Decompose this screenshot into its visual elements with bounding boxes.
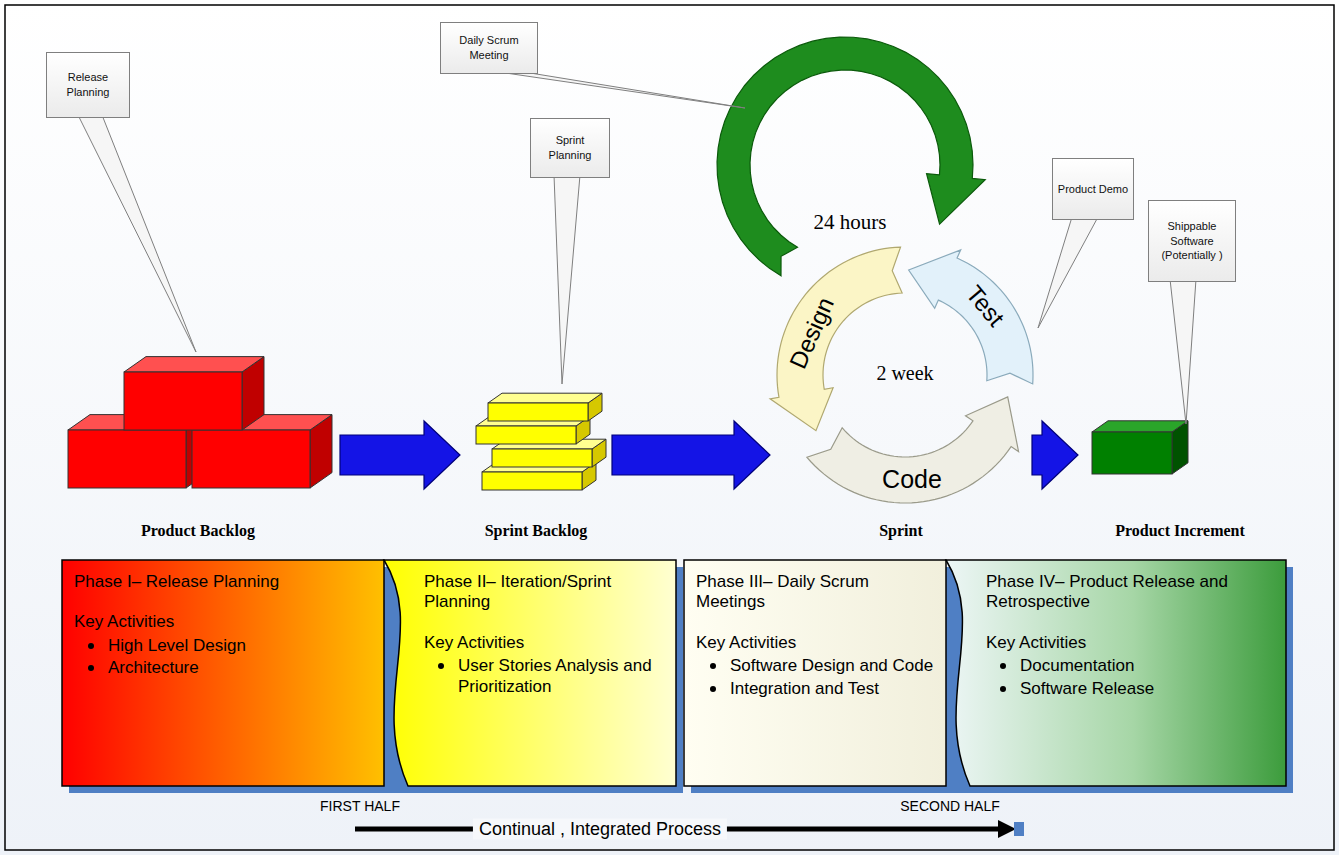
callout-text: Release Planning: [51, 70, 125, 100]
activity-text: High Level Design: [108, 636, 246, 655]
phase-title: Phase I– Release Planning: [74, 572, 374, 592]
bullet-dot: [710, 663, 716, 669]
process-stage: Sprint Backlog: [460, 340, 612, 540]
callout-box: Product Demo: [1052, 158, 1134, 220]
phase-outline: [946, 560, 1286, 786]
callout-tail: [492, 71, 745, 108]
callout-text: Sprint Planning: [535, 133, 605, 163]
bullet-dot: [1000, 663, 1006, 669]
callout-tail: [78, 115, 196, 352]
activity-item: User Stories Analysis and Prioritization: [424, 656, 666, 697]
bullet-dot: [88, 643, 94, 649]
callout-box: Daily Scrum Meeting: [440, 22, 538, 74]
activity-item: Architecture: [74, 658, 374, 678]
backlog-block-top: [124, 357, 264, 372]
callout-box: Release Planning: [46, 52, 130, 118]
frame-border: [5, 5, 1334, 850]
activity-text: Software Design and Code: [730, 656, 933, 675]
activity-text: Documentation: [1020, 656, 1134, 675]
activities-heading: Key Activities: [424, 633, 666, 653]
backlog-block-front: [68, 430, 186, 488]
bullet-dot: [438, 663, 444, 669]
activity-item: Software Design and Code: [696, 656, 936, 676]
activities-heading: Key Activities: [74, 612, 374, 632]
phase-text: Phase I– Release PlanningKey ActivitiesH…: [62, 560, 384, 691]
activity-item: Integration and Test: [696, 679, 936, 699]
callout-tail: [1170, 279, 1196, 424]
process-stage: Sprint: [770, 240, 1032, 540]
callout-text: Daily Scrum Meeting: [445, 33, 533, 63]
process-label: Continual , Integrated Process: [473, 819, 727, 840]
code-arc-arrow: [807, 397, 1019, 503]
phase-text: Phase IV– Product Release and Retrospect…: [946, 560, 1286, 711]
callout-text: Product Demo: [1058, 182, 1128, 197]
sprint-backlog-slab-front: [482, 472, 582, 490]
activity-item: Software Release: [986, 679, 1276, 699]
process-arrow-end: [1014, 822, 1024, 836]
phase-title: Phase III– Daily Scrum Meetings: [696, 572, 936, 613]
half-label: FIRST HALF: [320, 798, 400, 814]
bullet-dot: [88, 665, 94, 671]
sprint-backlog-slab: [488, 393, 602, 421]
bullet-dot: [710, 686, 716, 692]
cycle-label: Code: [882, 465, 942, 494]
stage-label: Product Increment: [1115, 522, 1245, 540]
activities-heading: Key Activities: [696, 633, 936, 653]
process-stage: Product Increment: [1078, 410, 1282, 540]
block-arrow: [1032, 421, 1078, 489]
backlog-block-front: [192, 430, 310, 488]
activity-text: Architecture: [108, 658, 199, 677]
activity-text: Software Release: [1020, 679, 1154, 698]
callout-box: Sprint Planning: [530, 118, 610, 178]
phase-title: Phase IV– Product Release and Retrospect…: [986, 572, 1276, 613]
phase-panel: Phase IV– Product Release and Retrospect…: [946, 560, 1286, 786]
callout-tail: [554, 175, 580, 384]
phase-outline: [684, 560, 946, 786]
increment-box-front: [1092, 432, 1172, 474]
callout-text: Shippable Software (Potentially ): [1153, 219, 1231, 264]
activity-text: Integration and Test: [730, 679, 879, 698]
stage-label: Sprint Backlog: [485, 522, 588, 540]
backlog-block: [124, 357, 264, 430]
phase-panel: Phase II– Iteration/Sprint PlanningKey A…: [384, 560, 676, 786]
block-arrow: [612, 421, 770, 489]
sprint-backlog-slab-front: [492, 449, 592, 467]
callout-box: Shippable Software (Potentially ): [1148, 200, 1236, 282]
sprint-backlog-slab-top: [488, 393, 602, 403]
activities-heading: Key Activities: [986, 633, 1276, 653]
sprint-backlog-slab-front: [476, 426, 576, 444]
activity-text: User Stories Analysis and Prioritization: [458, 656, 652, 695]
cycle-label: 24 hours: [814, 210, 887, 235]
phase-text: Phase III– Daily Scrum MeetingsKey Activ…: [684, 560, 946, 711]
activity-item: High Level Design: [74, 636, 374, 656]
block-arrow: [340, 421, 460, 489]
sprint-backlog-slab-front: [488, 403, 588, 421]
design-arc-arrow: [770, 247, 902, 431]
bullet-dot: [1000, 686, 1006, 692]
phase-outline: [62, 560, 384, 786]
stage-label: Product Backlog: [141, 522, 255, 540]
phase-text: Phase II– Iteration/Sprint PlanningKey A…: [384, 560, 676, 709]
increment-box: [1092, 421, 1188, 474]
callout-tail: [1038, 217, 1098, 328]
stage-label: Sprint: [879, 522, 923, 540]
half-label: SECOND HALF: [900, 798, 1000, 814]
phase-panel: Phase I– Release PlanningKey ActivitiesH…: [62, 560, 384, 786]
cycle-label: 2 week: [876, 362, 933, 385]
daily-loop-arrow: [717, 37, 985, 276]
process-stage: Product Backlog: [56, 340, 340, 540]
process-arrow-head: [998, 820, 1016, 838]
backlog-block-front: [124, 372, 242, 430]
increment-box-top: [1092, 421, 1188, 432]
phase-panel: Phase III– Daily Scrum MeetingsKey Activ…: [684, 560, 946, 786]
activity-item: Documentation: [986, 656, 1276, 676]
phase-outline: [384, 560, 676, 786]
phase-title: Phase II– Iteration/Sprint Planning: [424, 572, 666, 613]
